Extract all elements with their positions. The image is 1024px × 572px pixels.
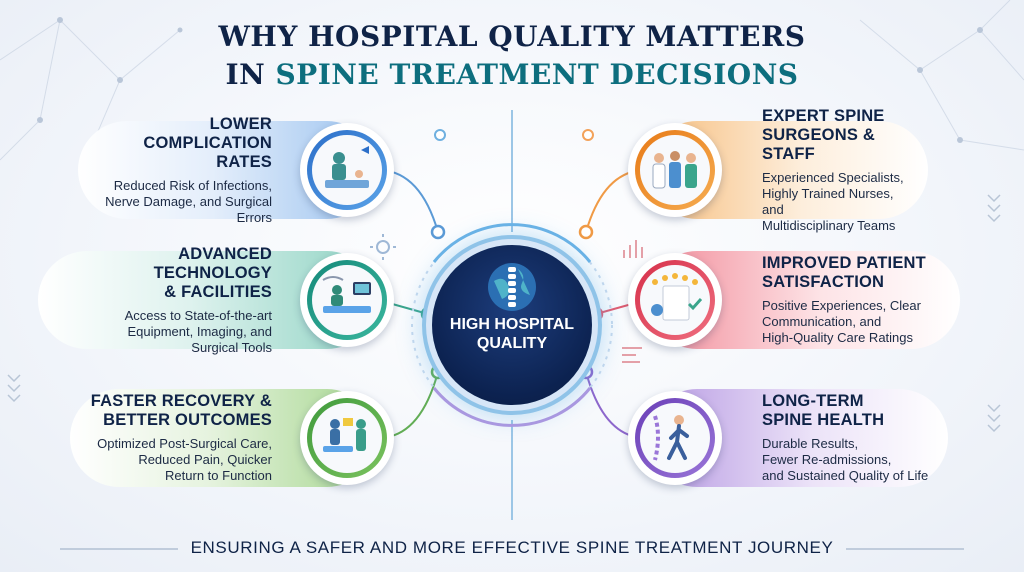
card-description: Positive Experiences, Clear [762, 298, 921, 313]
hub-label: HIGH HOSPITAL QUALITY [432, 315, 592, 353]
card-heading: FASTER RECOVERY & [90, 392, 272, 410]
card-description: Durable Results, [762, 436, 859, 451]
card-description: Reduced Pain, Quicker [138, 452, 272, 467]
medal-longterm [628, 391, 722, 485]
card-description: Communication, and [762, 314, 882, 329]
card-description: Experienced Specialists, [762, 169, 904, 185]
central-hub: HIGH HOSPITAL QUALITY [432, 245, 592, 405]
card-description: Multidisciplinary Teams [762, 217, 896, 233]
card-heading: & FACILITIES [164, 282, 272, 301]
medal-recovery [300, 391, 394, 485]
card-heading: LOWER [209, 114, 272, 133]
card-heading: ADVANCED TECHNOLOGY [153, 244, 272, 282]
medical-staff-icon [652, 151, 697, 189]
card-heading: SATISFACTION [762, 273, 885, 291]
card-description: High-Quality Care Ratings [762, 330, 914, 345]
card-description: Highly Trained Nurses, and [762, 185, 894, 217]
globe-spine-icon [488, 263, 536, 311]
card-description: Reduced Risk of Infections, [113, 177, 272, 193]
card-description: Equipment, Imaging, and [127, 323, 272, 339]
medal-complications [300, 123, 394, 217]
hub-label-line-2: QUALITY [476, 335, 548, 352]
card-description: Fewer Re-admissions, [762, 452, 892, 467]
walking-spine-icon [653, 415, 689, 461]
surgery-team-icon [325, 146, 369, 188]
medal-technology [300, 253, 394, 347]
star-rating-icon [651, 273, 703, 321]
footer-divider-right [846, 548, 964, 550]
card-heading: COMPLICATION RATES [143, 133, 272, 171]
medal-satisfaction [628, 253, 722, 347]
card-description: Optimized Post-Surgical Care, [97, 436, 272, 451]
page-title-line-2: IN SPINE TREATMENT DECISIONS [0, 58, 1024, 91]
operating-room-icon [322, 276, 371, 313]
card-description: and Sustained Quality of Life [762, 468, 929, 483]
card-description: Return to Function [165, 468, 272, 483]
card-description: Nerve Damage, and Surgical [105, 193, 272, 209]
card-heading: SPINE HEALTH [762, 411, 885, 429]
card-description: Access to State-of-the-art [124, 307, 272, 323]
card-heading: SURGEONS & STAFF [762, 125, 875, 163]
title-prefix: IN [225, 58, 276, 91]
page-title-line-1: WHY HOSPITAL QUALITY MATTERS [218, 20, 806, 53]
hub-label-line-1: HIGH HOSPITAL [449, 316, 575, 333]
card-heading: EXPERT SPINE [762, 106, 885, 125]
title-accent: SPINE TREATMENT DECISIONS [275, 58, 799, 91]
medal-surgeons [628, 123, 722, 217]
card-description: Surgical Tools [191, 339, 272, 355]
rehab-icon [323, 418, 366, 452]
footer-tagline: ENSURING A SAFER AND MORE EFFECTIVE SPIN… [190, 538, 834, 557]
card-heading: IMPROVED PATIENT [762, 254, 926, 272]
card-description: Errors [236, 209, 272, 225]
card-heading: LONG-TERM [762, 392, 864, 410]
card-heading: BETTER OUTCOMES [103, 411, 272, 429]
footer-divider-left [60, 548, 178, 550]
